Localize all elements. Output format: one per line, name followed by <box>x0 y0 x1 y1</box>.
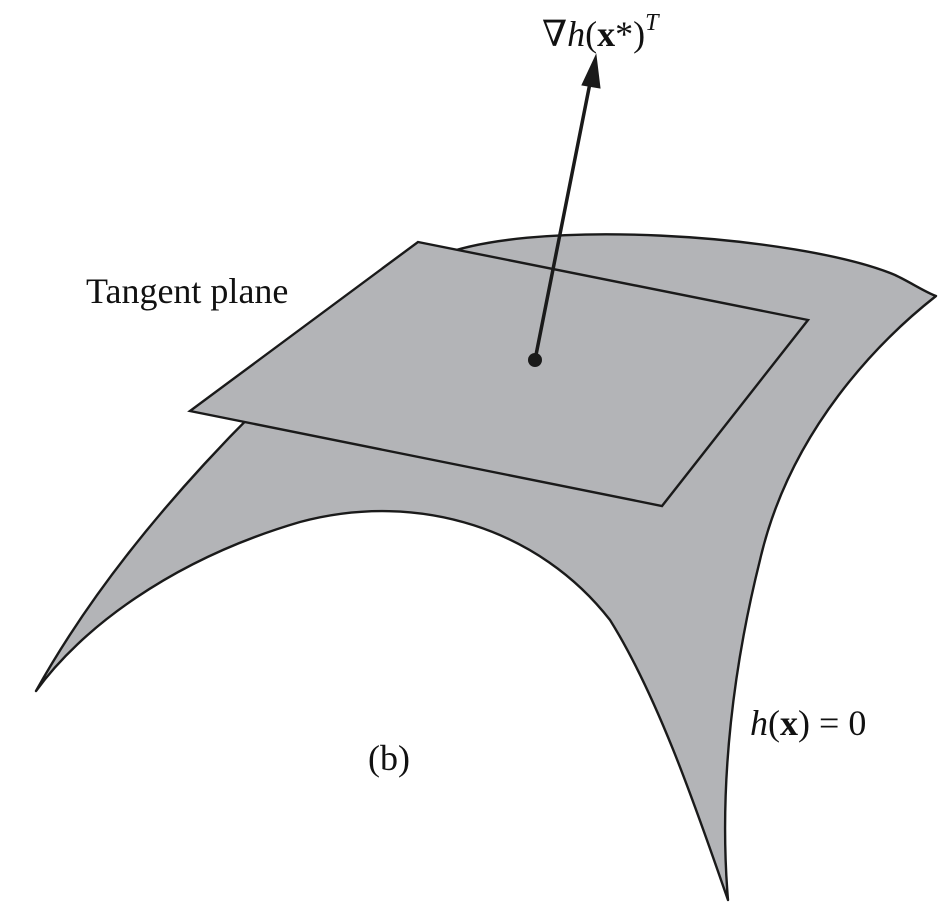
gradient-label-open-paren: ( <box>585 14 597 54</box>
tangent-plane-label: Tangent plane <box>86 271 288 311</box>
gradient-label: ∇h(x*)T <box>542 10 660 54</box>
point-x-star <box>528 353 542 367</box>
gradient-vector-arrowhead <box>581 53 601 89</box>
constraint-label-zero: 0 <box>848 703 866 743</box>
constraint-label-close-paren: ) <box>798 703 810 743</box>
gradient-label-nabla: ∇ <box>542 14 567 54</box>
tangent-plane <box>187 240 811 508</box>
gradient-label-x: x <box>597 14 615 54</box>
panel-label: (b) <box>368 738 410 778</box>
gradient-vector-shaft <box>533 76 593 362</box>
constraint-label-h: h <box>750 703 768 743</box>
gradient-label-star: * <box>615 14 633 54</box>
constraint-label-open-paren: ( <box>768 703 780 743</box>
constraint-label-equals: = <box>810 703 848 743</box>
constraint-label: h(x) = 0 <box>750 703 866 743</box>
gradient-label-superscript: T <box>645 10 660 36</box>
gradient-label-close-paren: ) <box>633 14 645 54</box>
constraint-label-x: x <box>780 703 798 743</box>
gradient-label-h: h <box>567 14 585 54</box>
